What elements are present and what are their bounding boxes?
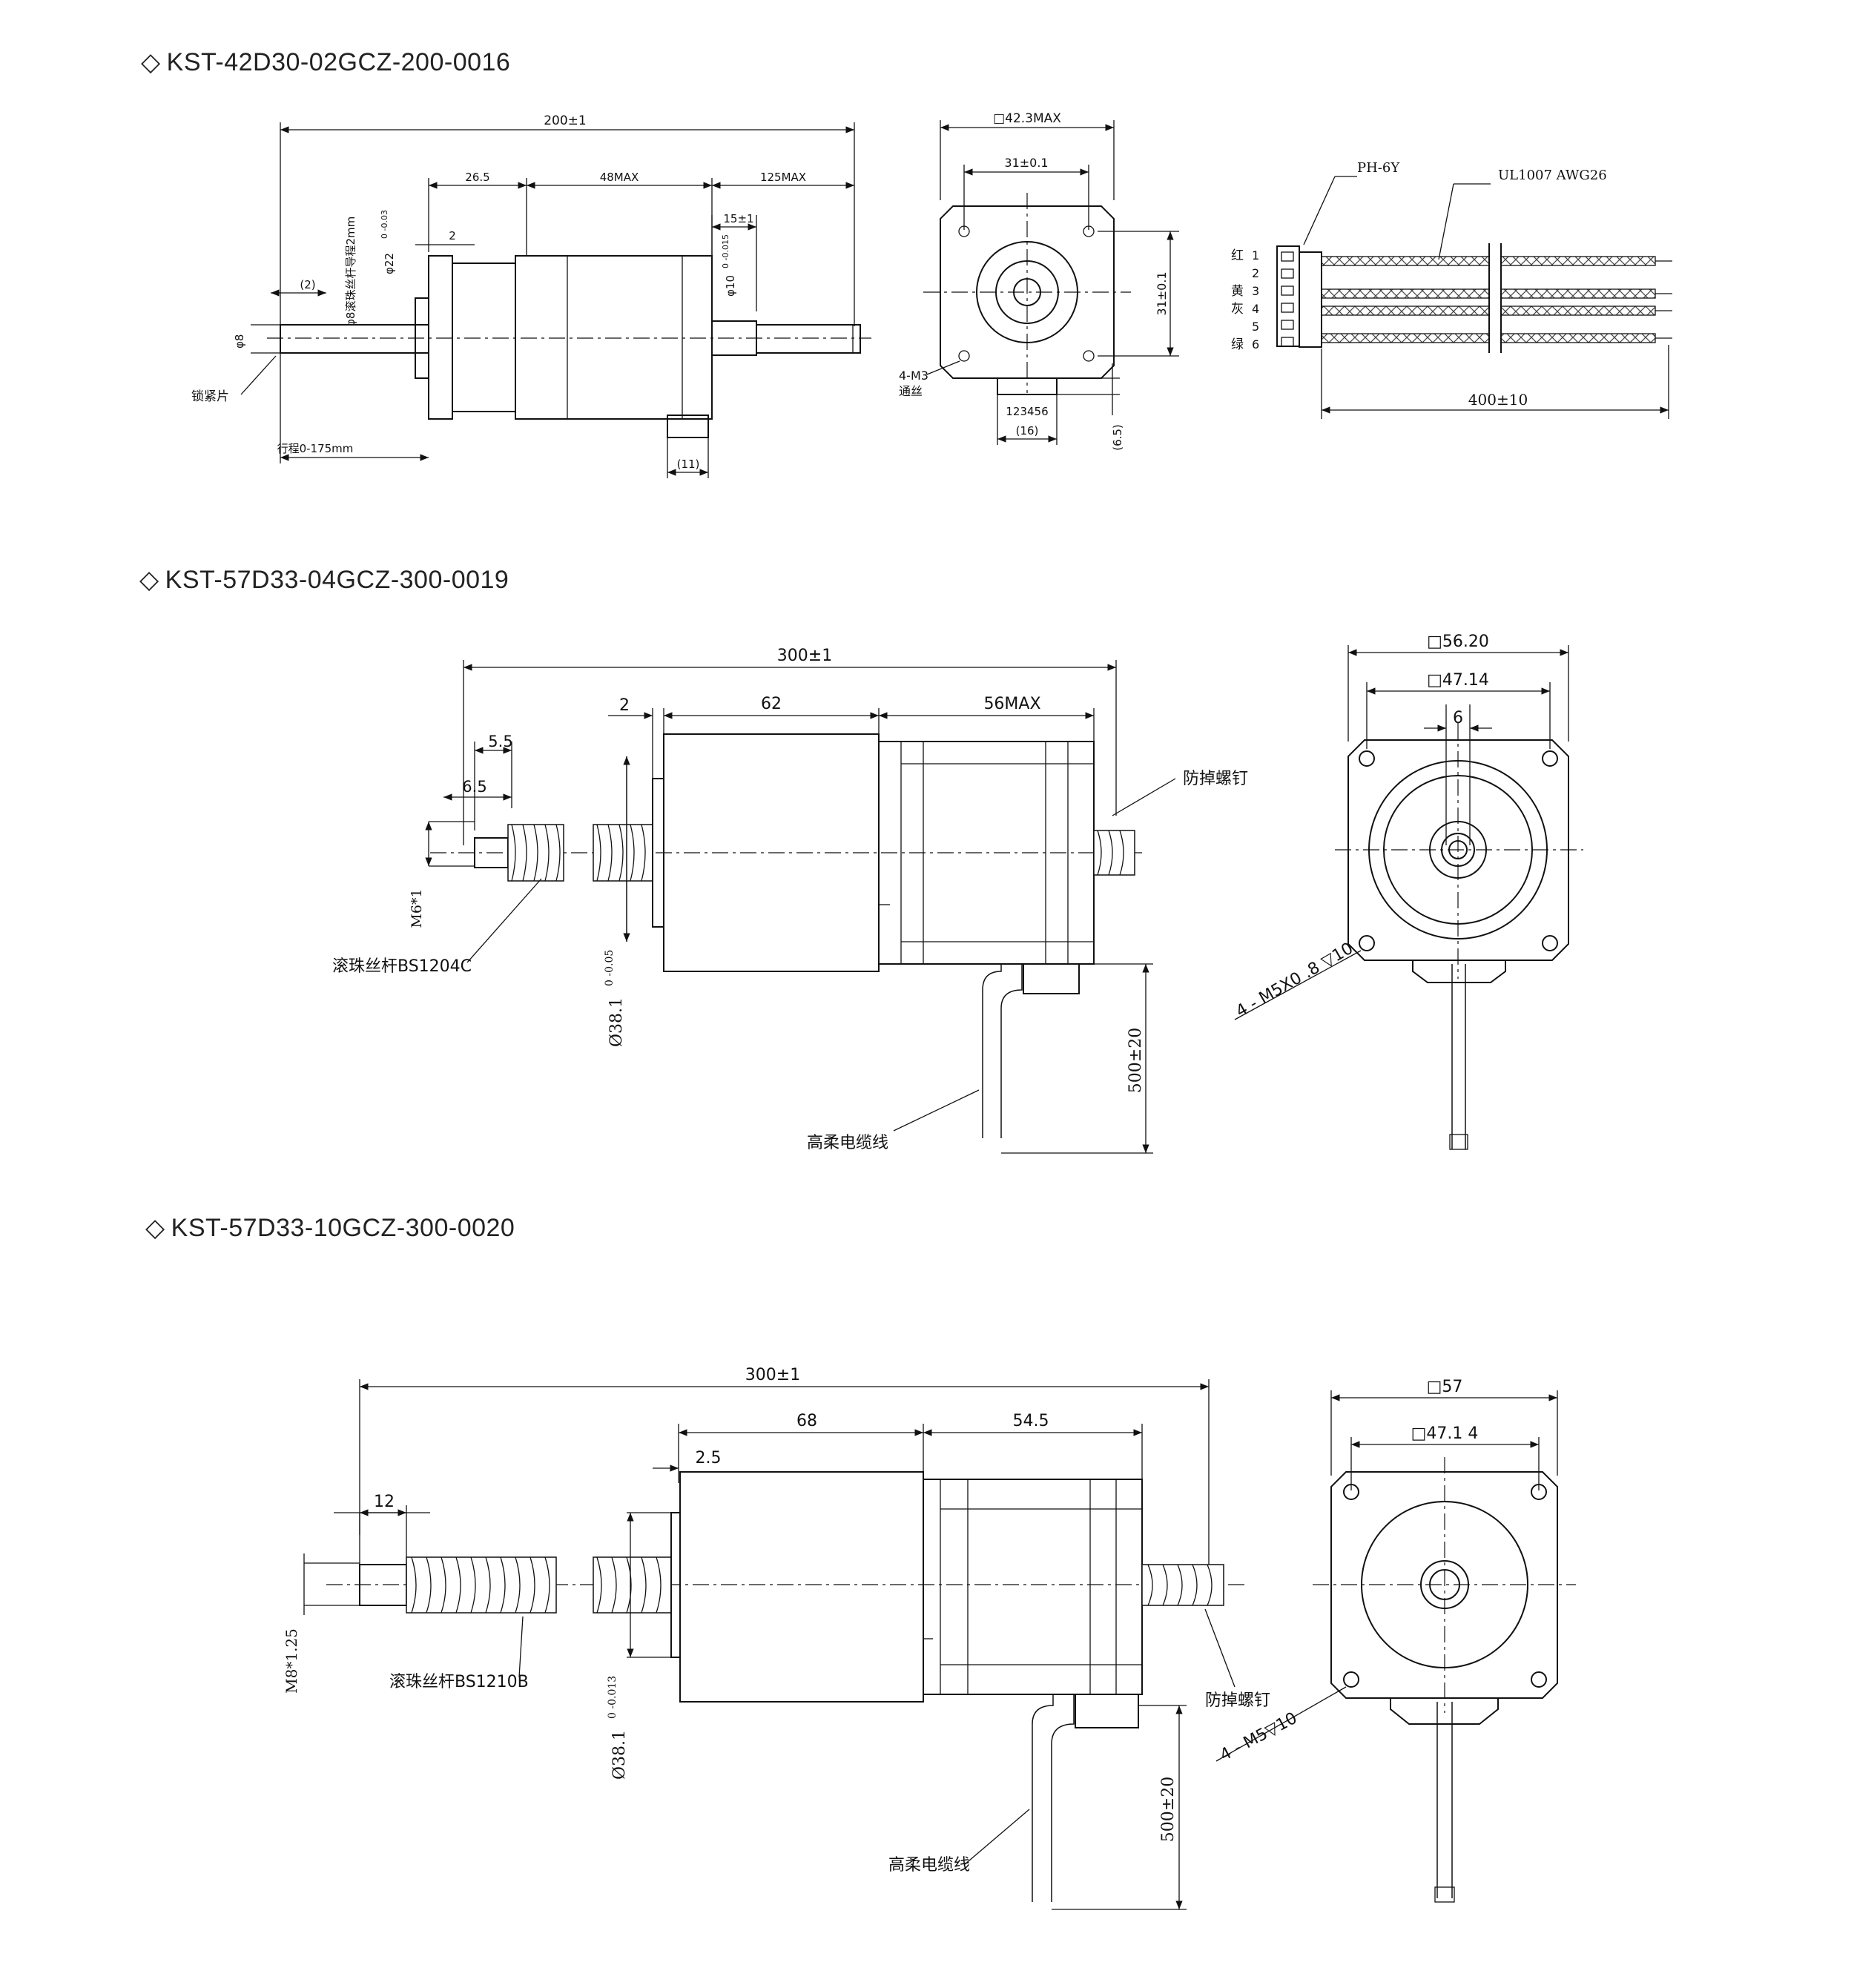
- pin-numbers: 123456: [1006, 405, 1048, 418]
- pin-num-4: 4: [1252, 302, 1259, 316]
- wire-type: UL1007 AWG26: [1498, 168, 1607, 183]
- connector-pins: [1281, 251, 1294, 347]
- phi22-tol: 0 -0.03: [380, 210, 389, 239]
- pin-num-6: 6: [1252, 337, 1259, 351]
- cable-length: 400±10: [1468, 391, 1528, 409]
- dim-2: 2: [619, 696, 630, 715]
- pin-labels: 红 1 2 黄 3 灰 4 5 绿 6: [1231, 248, 1259, 352]
- section2-front-view: □56.20 □47.14 6 4 - M5X0 .8 ▽10: [1233, 633, 1583, 1150]
- total-length-dim: 300±1: [745, 1366, 800, 1384]
- front-screw-holes-2: 通丝: [899, 384, 923, 398]
- cable-length: 500±20: [1126, 1028, 1145, 1093]
- front-square-dim: □56.20: [1427, 633, 1489, 651]
- pin-color-3: 黄: [1231, 284, 1244, 299]
- section-title-text: KST-57D33-10GCZ-300-0020: [171, 1214, 515, 1242]
- dim-2-5: 2.5: [696, 1449, 722, 1467]
- dim-5-5: 5.5: [488, 733, 512, 750]
- section1-front-view: □42.3MAX 31±0.1 31±0.1 123456 (16) (6.5)…: [899, 111, 1179, 451]
- dim-26-5: 26.5: [465, 171, 489, 184]
- dim-56max: 56MAX: [983, 695, 1040, 713]
- dim-11: (11): [677, 458, 700, 471]
- dim-15: 15±1: [723, 212, 753, 225]
- section1-wiring: PH-6Y UL1007 AWG26 红 1: [1231, 160, 1672, 419]
- pin-color-6: 绿: [1231, 337, 1244, 352]
- total-length-dim: 200±1: [544, 113, 587, 128]
- pin-num-5: 5: [1252, 320, 1259, 334]
- diamond-outline-icon: ◇: [139, 566, 159, 594]
- section-title-1: ◇KST-42D30-02GCZ-200-0016: [141, 47, 510, 77]
- dim-62: 62: [761, 695, 782, 713]
- phi8-dim: φ8: [233, 334, 246, 349]
- hole-pitch-v: 31±0.1: [1155, 271, 1169, 315]
- phi38-tol: 0 -0.05: [604, 950, 616, 986]
- dim-68: 68: [796, 1412, 817, 1430]
- section-title-3: ◇KST-57D33-10GCZ-300-0020: [145, 1213, 515, 1243]
- dim-12: 12: [374, 1493, 395, 1511]
- ball-screw-label: 滚珠丝杆BS1204C: [332, 957, 472, 976]
- front-square-dim: □42.3MAX: [993, 111, 1061, 126]
- phi22-dim: φ22: [383, 253, 396, 274]
- section-title-text: KST-42D30-02GCZ-200-0016: [166, 48, 511, 76]
- phi10-dim: φ10: [724, 275, 737, 297]
- front-square-dim: □57: [1427, 1378, 1463, 1396]
- anti-drop-label: 防掉螺钉: [1183, 770, 1248, 788]
- section-title-2: ◇KST-57D33-04GCZ-300-0019: [139, 565, 509, 595]
- front-screw-holes: 4 - M5X0 .8 ▽10: [1233, 939, 1357, 1022]
- lock-label: 锁紧片: [191, 389, 229, 404]
- section3-side-view: 300±1 68 54.5 2.5 12 M8*1.25: [283, 1366, 1270, 1910]
- section1-side-view: 200±1 26.5 48MAX 125MAX 2 15±1 (2) 行程0-1…: [191, 113, 871, 478]
- section2-side-view: 300±1 2 62 56MAX 5.5 6.5 M6*1: [332, 647, 1248, 1154]
- anti-drop-label: 防掉螺钉: [1205, 1691, 1270, 1710]
- pin-num-2: 2: [1252, 266, 1259, 280]
- cable-length: 500±20: [1159, 1777, 1178, 1842]
- dim-125max: 125MAX: [760, 171, 806, 184]
- connector-type: PH-6Y: [1357, 160, 1400, 176]
- thread-spec: M6*1: [409, 888, 425, 928]
- total-length-dim: 300±1: [777, 647, 832, 665]
- section-title-text: KST-57D33-04GCZ-300-0019: [165, 566, 509, 594]
- pin-num-3: 3: [1252, 284, 1259, 298]
- connector-width: (16): [1016, 424, 1039, 437]
- phi38-dim: Ø38.1: [610, 1730, 629, 1780]
- dim-paren-2: (2): [300, 278, 315, 291]
- screw-note: φ8滚珠丝杆导程2mm: [344, 217, 357, 326]
- pin-num-1: 1: [1252, 248, 1259, 262]
- dim-54-5: 54.5: [1013, 1412, 1049, 1430]
- diamond-outline-icon: ◇: [145, 1214, 165, 1242]
- dim-2: 2: [449, 229, 456, 242]
- section3-front-view: □57 □47.1 4 4 - M5▽10: [1215, 1378, 1576, 1903]
- dim-48max: 48MAX: [600, 171, 639, 184]
- cable-label: 高柔电缆线: [807, 1134, 888, 1152]
- phi38-dim: Ø38.1: [607, 997, 626, 1047]
- hole-pitch: □47.14: [1427, 671, 1489, 690]
- shaft-dim: 6: [1453, 709, 1463, 727]
- diamond-outline-icon: ◇: [141, 48, 161, 76]
- front-screw-holes: 4 - M5▽10: [1217, 1709, 1300, 1766]
- front-screw-holes: 4-M3: [899, 369, 928, 383]
- ball-screw-label: 滚珠丝杆BS1210B: [389, 1673, 529, 1691]
- phi38-tol: 0 -0.013: [607, 1676, 618, 1719]
- pin-color-1: 红: [1231, 248, 1244, 263]
- cable-label: 高柔电缆线: [888, 1856, 970, 1875]
- connector-height: (6.5): [1111, 424, 1124, 451]
- phi10-tol: 0 -0.015: [721, 234, 730, 268]
- pin-color-4: 灰: [1231, 302, 1244, 317]
- hole-pitch-h: 31±0.1: [1004, 156, 1048, 170]
- thread-spec: M8*1.25: [283, 1628, 300, 1694]
- stroke-label: 行程0-175mm: [277, 442, 354, 455]
- hole-pitch: □47.1 4: [1411, 1424, 1479, 1443]
